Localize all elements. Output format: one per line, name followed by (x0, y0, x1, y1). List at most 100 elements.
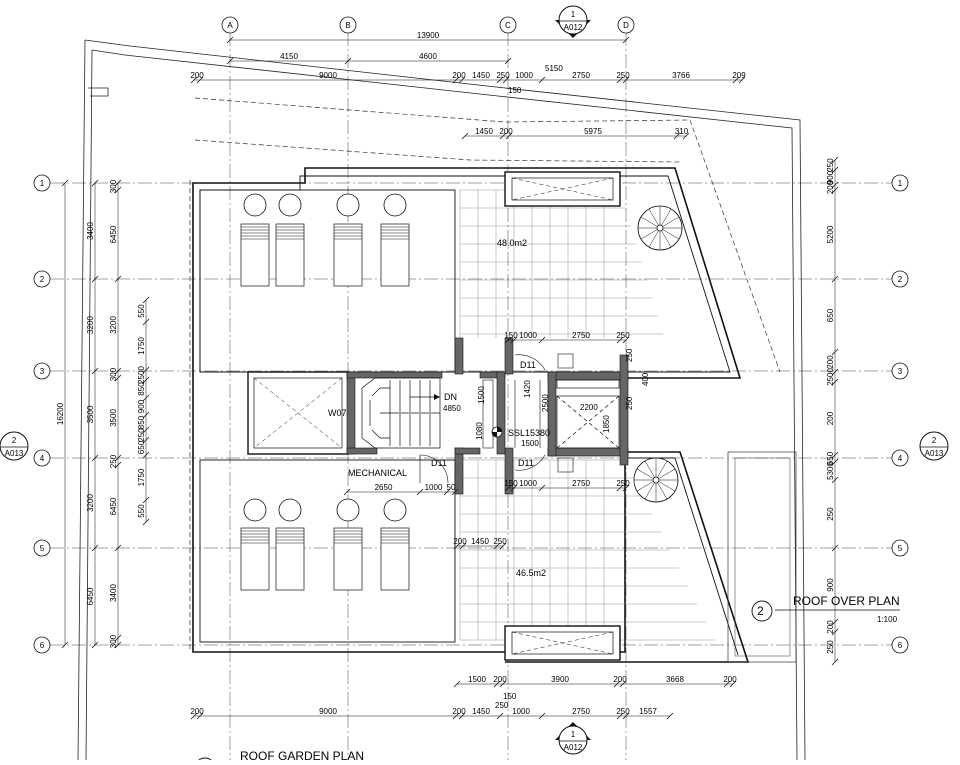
dim-top-row4-tick (682, 132, 690, 140)
sun-lounger (240, 223, 270, 287)
sun-lounger (333, 527, 363, 591)
spiral-tread (658, 468, 676, 479)
sun-lounger (380, 527, 410, 591)
dim-bottom-row1-label: 200 (723, 675, 737, 684)
dim-stair-bottom-tick (616, 484, 624, 492)
lift-height: 1850 (602, 415, 611, 433)
dim-left-inner-label: 1750 (137, 468, 146, 486)
door-tag-2: D11 (431, 458, 447, 468)
dim-top-row3-tick (452, 76, 460, 84)
dim-lower-left-tick (493, 542, 501, 550)
dim-mech-label: 50 (447, 483, 456, 492)
dim-stair-top-label: 250 (616, 331, 630, 340)
skylight-west (247, 371, 349, 455)
dim-left-mid-tick (114, 367, 122, 375)
dim-left-inner-label: 850 (137, 415, 146, 429)
sun-lounger (240, 527, 270, 591)
dim-lower-left-tick (459, 542, 467, 550)
spiral-tread (661, 230, 672, 248)
dim-bottom-row1-tick (729, 680, 737, 688)
dim-stair-top-tick (510, 336, 518, 344)
grid-label-col: D (623, 21, 629, 30)
roof-over-plan-scale: 1:100 (877, 615, 898, 624)
dim-left-mid-tick (114, 461, 122, 469)
grid-label-row: 2 (898, 275, 903, 284)
grid-label-row: 1 (40, 179, 45, 188)
dim-core-label: 400 (641, 372, 650, 386)
spiral-tread (662, 229, 680, 240)
dim-stair-top-label: 150 (504, 331, 518, 340)
dim-bottom-row2-tick (458, 712, 466, 720)
dim-stair-top-tick (616, 336, 624, 344)
dim-top-row3-label: 250 (616, 71, 630, 80)
dim-mech-label: 1000 (425, 483, 443, 492)
roof-over-plan-heading: ROOF OVER PLAN (793, 594, 900, 608)
dim-bottom-row2-label: 1557 (639, 707, 657, 716)
dim-right-tick (831, 368, 839, 376)
grid-bubble-row (33, 449, 51, 467)
dim-bottom-row1-tick (613, 680, 621, 688)
dim-top-row3-tick (622, 76, 630, 84)
dim-top-row3-tick (196, 76, 204, 84)
lift-width: 2200 (580, 403, 598, 412)
dim-mech-tick (451, 488, 459, 496)
dim-left-mid-tick (114, 641, 122, 649)
dim-bottom-row1-label: 3900 (551, 675, 569, 684)
section-marker-circle (558, 5, 588, 35)
sun-lounger (275, 527, 305, 591)
grid-label-col: B (345, 21, 350, 30)
grid-label-row: 5 (40, 544, 45, 553)
dim-left-outer-a-tick (91, 454, 99, 462)
dim-right-tick (831, 166, 839, 174)
dim-bottom-row2-tick (190, 712, 198, 720)
section-marker-sheet: A012 (564, 23, 583, 32)
grid-bubble-row (33, 174, 51, 192)
dn-arrowhead (434, 394, 440, 400)
dim-right-label: 250 (826, 640, 835, 654)
door-swings (419, 354, 546, 484)
dim-stair-bottom-label: 1000 (519, 479, 537, 488)
dim-bottom-row2-label: 200 (452, 707, 466, 716)
grid-label-row: 4 (898, 454, 903, 463)
dim-core-label: 1500 (521, 439, 539, 448)
dim-top-small: 150 (508, 86, 522, 95)
dim-right-tick (831, 476, 839, 484)
dim-right-tick (831, 348, 839, 356)
dim-top-row3-tick (496, 76, 504, 84)
dim-bottom-row2-tick (496, 712, 504, 720)
dim-top-row3-label: 209 (732, 71, 746, 80)
spiral-tread (636, 468, 654, 479)
dim-top-row3-label: 200 (190, 71, 204, 80)
dn-run-dimension: 4850 (443, 404, 461, 413)
spiral-tread (648, 208, 659, 226)
dim-top-overall-label: 13900 (417, 31, 440, 40)
dim-left-inner-tick (142, 426, 150, 434)
section-marker-sheet: A013 (925, 449, 944, 458)
dim-bottom-row1-label: 1500 (468, 675, 486, 684)
dim-bottom-row2-label: 200 (190, 707, 204, 716)
dim-left-mid-tick (114, 275, 122, 283)
dim-top-row4-label: 200 (499, 127, 513, 136)
grid-label-row: 6 (898, 641, 903, 650)
dim-left-inner-label: 900 (137, 399, 146, 413)
dim-top-overall-tick (226, 36, 234, 44)
dim-left-mid-label: 300 (109, 179, 118, 193)
grid-bubble-col (617, 16, 635, 34)
dim-bottom-row2-tick (666, 712, 674, 720)
dn-label: DN (444, 392, 457, 402)
grid-bubble-col (221, 16, 239, 34)
spiral-post (652, 476, 660, 484)
dim-core-label: 1420 (523, 380, 532, 398)
grid-label-col: A (227, 21, 233, 30)
level-label: SSL15380 (508, 428, 550, 438)
dim-top-overall-tick (622, 36, 630, 44)
spiral-tread (662, 216, 680, 227)
dim-left-inner-label: 1750 (137, 337, 146, 355)
window-tag: W07 (328, 408, 347, 418)
dim-left-outer-a-tick (91, 367, 99, 375)
dim-stair-bottom-tick (622, 484, 630, 492)
